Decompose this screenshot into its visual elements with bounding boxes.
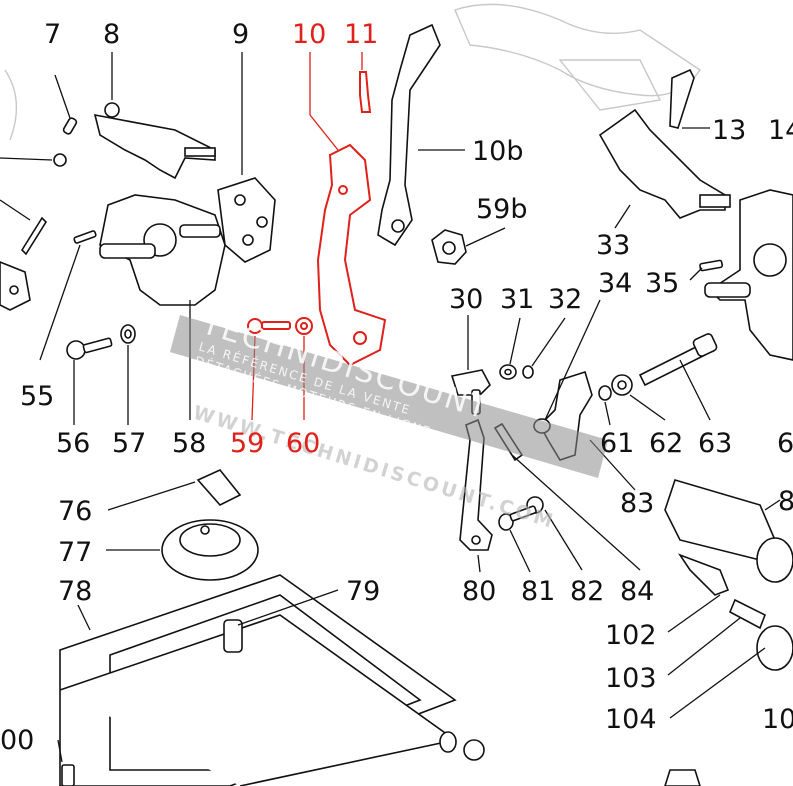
label-30: 30 bbox=[449, 284, 483, 315]
part-00-spring bbox=[57, 739, 75, 786]
label-13: 13 bbox=[712, 115, 746, 146]
part-78-gasket bbox=[59, 574, 457, 786]
label-77: 77 bbox=[58, 537, 92, 568]
label-10b: 10b bbox=[472, 136, 524, 167]
part-77-cap bbox=[106, 519, 259, 581]
part-8-fork bbox=[93, 52, 216, 180]
part-11-pin bbox=[359, 52, 372, 113]
label-80: 80 bbox=[462, 576, 496, 607]
label-55: 55 bbox=[20, 381, 54, 412]
label-76: 76 bbox=[58, 496, 92, 527]
part-bracket-left bbox=[0, 261, 31, 311]
label-7: 7 bbox=[44, 19, 61, 50]
part-spring-left bbox=[0, 199, 48, 256]
part-30-block bbox=[450, 315, 491, 415]
label-11: 11 bbox=[344, 19, 378, 50]
part-58-governor-housing bbox=[99, 194, 226, 420]
part-104-bearing bbox=[669, 625, 793, 719]
label-8: 8 bbox=[103, 19, 120, 50]
label-56: 56 bbox=[56, 428, 90, 459]
part-56-bolt bbox=[66, 337, 113, 425]
part-9-plate bbox=[217, 52, 276, 263]
label-103: 103 bbox=[605, 663, 657, 694]
label-84: 84 bbox=[620, 576, 654, 607]
part-59b-nut bbox=[431, 227, 506, 265]
label-104: 104 bbox=[605, 704, 657, 735]
part-61-washer bbox=[598, 385, 612, 426]
part-bottom-fittings bbox=[439, 731, 701, 786]
label-102: 102 bbox=[605, 620, 657, 651]
callout-labels: 7 8 9 10 11 13 14 10b 59b 33 34 35 30 31… bbox=[0, 19, 793, 756]
part-57-washer bbox=[120, 324, 136, 425]
part-55-pin bbox=[39, 230, 97, 361]
part-81-washer bbox=[498, 513, 531, 573]
label-32: 32 bbox=[548, 284, 582, 315]
label-57: 57 bbox=[112, 428, 146, 459]
part-35-pin bbox=[689, 259, 724, 281]
part-102-shaft bbox=[667, 553, 730, 633]
part-10b-throttle-lever bbox=[377, 23, 465, 247]
part-103-spring bbox=[667, 598, 767, 676]
label-78: 78 bbox=[58, 576, 92, 607]
part-76-filter bbox=[107, 469, 242, 511]
label-35: 35 bbox=[645, 268, 679, 299]
label-81: 81 bbox=[521, 576, 555, 607]
label-10x: 10 bbox=[762, 704, 793, 735]
label-59b: 59b bbox=[476, 194, 528, 225]
label-31: 31 bbox=[500, 284, 534, 315]
label-79: 79 bbox=[346, 576, 380, 607]
part-33-fork bbox=[598, 108, 731, 229]
part-79-stud bbox=[223, 589, 339, 653]
part-32-washer bbox=[522, 317, 566, 379]
label-59: 59 bbox=[230, 428, 264, 459]
label-8x: 8 bbox=[778, 486, 793, 517]
part-14-housing bbox=[704, 189, 793, 361]
part-7-pin bbox=[54, 74, 78, 135]
label-6x: 6 bbox=[777, 428, 793, 459]
label-00: 00 bbox=[0, 725, 34, 756]
label-62: 62 bbox=[649, 428, 683, 459]
label-9: 9 bbox=[232, 19, 249, 50]
part-82-bolt bbox=[509, 496, 583, 571]
part-10-lever bbox=[309, 52, 387, 367]
part-screw-small bbox=[0, 153, 67, 167]
label-33: 33 bbox=[596, 230, 630, 261]
label-34: 34 bbox=[598, 268, 632, 299]
part-8x-filter-cartridge bbox=[664, 479, 793, 583]
label-10: 10 bbox=[292, 19, 326, 50]
label-14: 14 bbox=[768, 115, 793, 146]
label-61: 61 bbox=[600, 428, 634, 459]
part-63-screw bbox=[638, 333, 718, 421]
label-60: 60 bbox=[286, 428, 320, 459]
label-63: 63 bbox=[698, 428, 732, 459]
label-83: 83 bbox=[620, 488, 654, 519]
part-62-washer bbox=[611, 374, 666, 421]
label-58: 58 bbox=[172, 428, 206, 459]
label-82: 82 bbox=[570, 576, 604, 607]
part-31-washer bbox=[499, 317, 521, 380]
part-13-spring bbox=[669, 68, 710, 129]
